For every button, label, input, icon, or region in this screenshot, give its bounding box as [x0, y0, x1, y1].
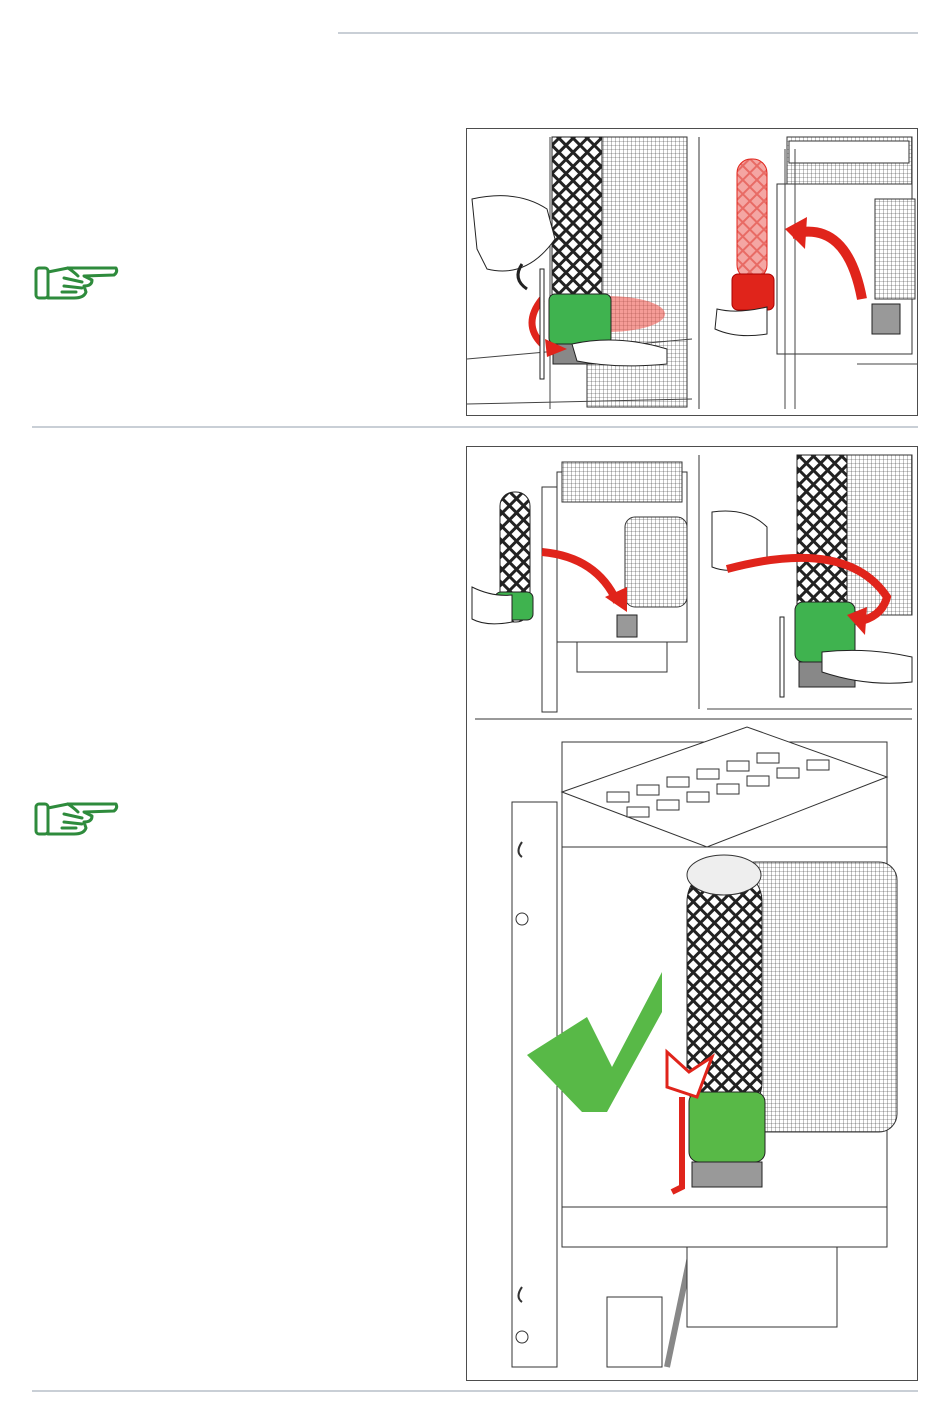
rotate-filter-illustration	[707, 455, 912, 709]
lift-out-filter-illustration	[715, 137, 917, 409]
filter-seated-illustration	[512, 727, 897, 1367]
pointing-hand-icon	[34, 262, 120, 307]
section-divider	[32, 426, 918, 428]
figure-remove-filter	[466, 128, 918, 416]
footer-rule	[32, 1390, 918, 1392]
figure-install-filter	[466, 446, 918, 1381]
place-filter-illustration	[472, 462, 687, 712]
pointing-hand-icon	[34, 798, 120, 843]
unhook-filter-illustration	[467, 137, 692, 409]
header-rule	[338, 32, 918, 34]
